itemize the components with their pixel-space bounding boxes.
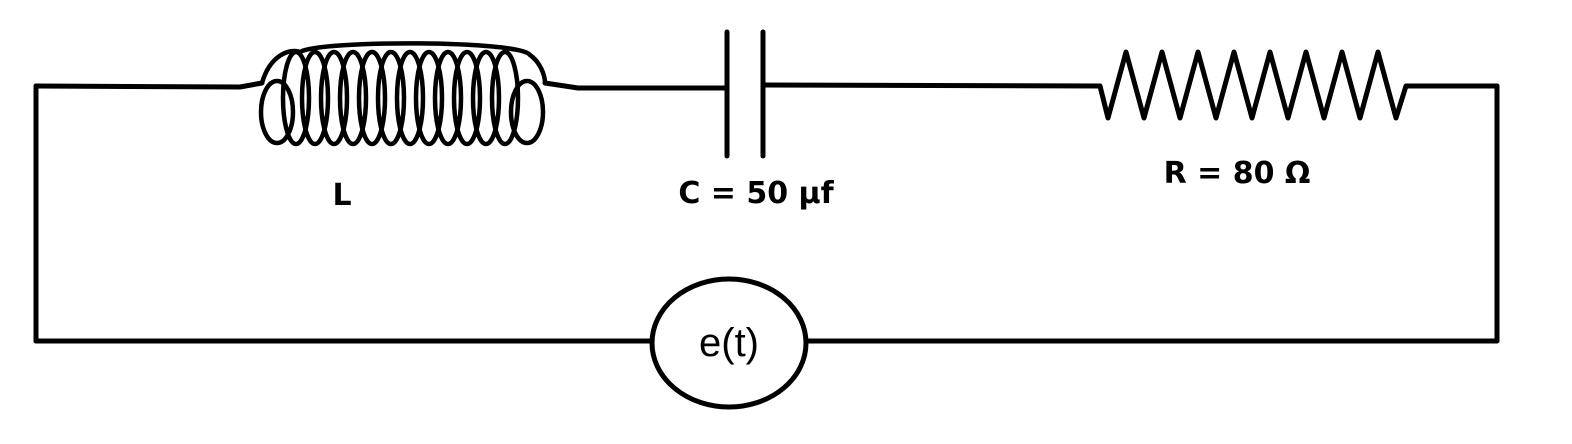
inductor-coil-loop bbox=[470, 49, 502, 147]
inductor-coil-loop bbox=[258, 78, 296, 146]
source-label: e(t) bbox=[699, 321, 759, 365]
wire-capacitor-to-resistor bbox=[761, 82, 1103, 89]
inductor-coil-loop bbox=[280, 49, 312, 147]
inductor-coil-loop bbox=[299, 49, 331, 147]
inductor-coil bbox=[258, 41, 548, 147]
inductor-coil-loop bbox=[337, 49, 369, 147]
inductor-coil-loop bbox=[508, 78, 546, 146]
inductor-coil-loop bbox=[451, 49, 483, 147]
resistor-label: R = 80 Ω bbox=[1164, 156, 1311, 191]
inductor-coil-loop bbox=[413, 49, 445, 147]
inductor-label: L bbox=[332, 178, 351, 213]
voltage-source bbox=[649, 276, 809, 410]
inductor-coil-loop bbox=[394, 49, 426, 147]
inductor-coil-loop bbox=[489, 49, 521, 147]
inductor-coil-loop bbox=[375, 49, 407, 147]
inductor-coil-loop bbox=[356, 49, 388, 147]
inductor-coil-top bbox=[259, 41, 548, 86]
resistor-zigzag bbox=[1097, 49, 1417, 121]
wire-inductor-to-capacitor bbox=[542, 80, 729, 91]
inductor-coil-loop bbox=[432, 49, 464, 147]
wire-top-left bbox=[33, 80, 265, 90]
inductor-coil-loop bbox=[318, 49, 350, 147]
capacitor bbox=[724, 29, 766, 159]
capacitor-label: C = 50 µf bbox=[678, 176, 834, 211]
